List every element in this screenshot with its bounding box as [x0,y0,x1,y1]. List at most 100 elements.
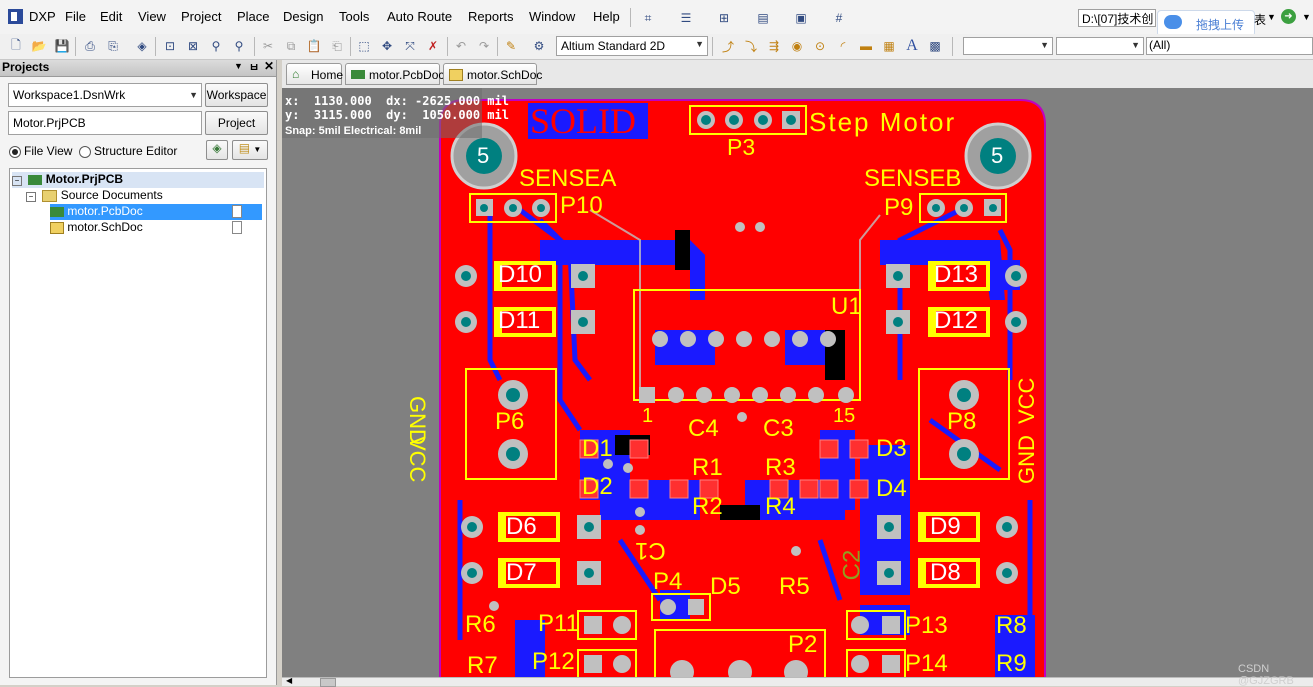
upload-button[interactable]: 拖拽上传 [1157,10,1255,37]
copy-icon[interactable]: ⧉ [286,38,296,53]
panel-menu-icon[interactable]: ▼ [234,61,243,71]
layer-stack-icon[interactable]: ◈ [137,39,147,53]
text-icon[interactable]: A [906,37,918,54]
tree-folder-row[interactable]: − Source Documents [26,188,262,204]
pad-icon[interactable]: ◉ [791,39,803,53]
zoom-area-icon[interactable]: ⊠ [187,39,199,53]
tree-file-schdoc[interactable]: motor.SchDoc [50,220,262,236]
tab-pcbdoc[interactable]: motor.PcbDoc [345,63,444,85]
rubber-stamp-icon[interactable]: ⎗ [332,38,342,53]
collapse-icon[interactable]: − [26,192,36,202]
save-icon[interactable]: 💾 [54,39,70,53]
interactive-route-icon[interactable]: ⤴ [721,39,734,54]
menu-design[interactable]: Design [283,9,324,24]
component-place-icon[interactable]: ▩ [929,39,941,53]
document-tabs: ⌂ Home motor.PcbDoc motor.SchDoc [282,60,1313,89]
component-icon[interactable]: ⊞ [718,11,730,25]
via-icon[interactable]: ⊙ [814,39,826,53]
menu-view[interactable]: View [138,9,166,24]
room-icon[interactable]: ▣ [795,11,807,25]
pcb-project-icon [28,174,43,185]
open-icon[interactable]: 📂 [31,39,47,53]
move-icon[interactable]: ✥ [381,39,393,53]
folder-name: Source Documents [60,188,163,202]
multi-route-icon[interactable]: ⇶ [768,39,780,53]
align-icon[interactable]: ☰ [680,11,692,25]
filter-select[interactable]: (All) [1146,37,1313,55]
component-class-select[interactable]: ▼ [1056,37,1144,55]
file-view-radio[interactable] [9,146,21,158]
projects-panel: Projects ▼ ㅂ ✕ Workspace1.DsnWrk ▼ Works… [0,59,277,685]
menu-dxp[interactable]: DXP [29,9,56,24]
scroll-left-icon[interactable]: ◀ [286,676,293,685]
pcb-canvas[interactable]: SOLID Step Motor P3 SENSEA SENSEB P10 P9… [282,88,1313,677]
tab-home[interactable]: ⌂ Home [286,63,343,85]
pcb-file-icon [50,206,64,217]
cloud-icon [1164,15,1182,29]
menu-edit[interactable]: Edit [100,9,123,24]
zoom-filter-icon[interactable]: ⚲ [234,39,244,53]
structure-editor-label[interactable]: Structure Editor [94,144,178,158]
deselect-icon[interactable]: ⤧ [405,38,415,53]
path-dropdown-icon[interactable]: ▼ [1267,12,1276,22]
mounting-hole-left-inner [466,138,502,174]
paste-icon[interactable]: 📋 [306,39,322,53]
close-icon[interactable]: ✕ [264,59,275,73]
view-mode-select[interactable]: Altium Standard 2D ▼ [556,36,708,56]
browse-icon[interactable]: ⚙ [533,39,545,53]
clear-icon[interactable]: ✗ [427,39,439,53]
collapse-icon[interactable]: − [12,176,22,186]
go-icon[interactable]: ➜ [1281,9,1296,24]
menu-window[interactable]: Window [529,9,576,24]
undo-icon[interactable]: ↶ [455,39,467,53]
file-view-label[interactable]: File View [24,144,73,158]
menu-auto-route[interactable]: Auto Route [387,9,453,24]
file-name: motor.SchDoc [67,220,143,234]
project-tree: − Motor.PrjPCB − Source Documents motor.… [9,168,267,678]
project-field[interactable]: Motor.PrjPCB [8,111,202,135]
menu-file[interactable]: File [65,9,86,24]
zoom-fit-icon[interactable]: ⊡ [164,39,176,53]
pcb-board[interactable] [282,88,1313,677]
polygon-icon[interactable]: ▦ [883,39,895,53]
new-icon[interactable]: 🗋 [11,37,21,52]
tree-file-pcbdoc[interactable]: motor.PcbDoc [50,204,262,220]
zoom-selected-icon[interactable]: ⚲ [211,39,221,53]
pin-icon[interactable]: ㅂ [249,62,260,74]
net-class-select[interactable]: ▼ [963,37,1053,55]
ruler-icon[interactable]: ▤ [757,11,769,25]
cut-icon[interactable]: ✂ [262,39,274,53]
more-dropdown-icon[interactable]: ▼ [1302,12,1311,22]
path-field[interactable]: D:\[07]技术创 [1078,9,1156,27]
pcb-file-icon [351,70,365,79]
project-button[interactable]: Project [205,111,268,135]
print-preview-icon[interactable]: ⎘ [108,38,118,53]
layers-button[interactable]: ◈ [206,140,228,160]
coordinate-readout: x: 1130.000 dx: -2625.000 mil y: 3115.00… [285,94,509,122]
structure-editor-radio[interactable] [79,146,91,158]
menu-help[interactable]: Help [593,9,620,24]
tree-project-row[interactable]: − Motor.PrjPCB [12,172,264,188]
menu-tools[interactable]: Tools [339,9,370,24]
scroll-thumb[interactable] [320,678,336,687]
menu-reports[interactable]: Reports [468,9,514,24]
workspace-button[interactable]: Workspace [205,83,268,107]
menu-project[interactable]: Project [181,9,222,24]
workspace-select[interactable]: Workspace1.DsnWrk ▼ [8,83,202,107]
print-icon[interactable]: ⎙ [85,38,95,53]
sch-file-icon [50,221,64,234]
dxp-logo-icon[interactable] [8,9,23,24]
select-area-icon[interactable]: ⬚ [358,39,370,53]
chart-icon[interactable]: ⌗ [644,10,652,25]
tab-schdoc[interactable]: motor.SchDoc [443,63,542,85]
redo-icon[interactable]: ↷ [478,39,490,53]
grid-icon[interactable]: # [835,11,843,25]
options-button[interactable]: ▤ ▼ [232,140,268,160]
diff-pair-route-icon[interactable]: ⤵ [744,39,757,54]
fill-icon[interactable]: ▬ [860,39,872,53]
menu-place[interactable]: Place [237,9,270,24]
highlight-icon[interactable]: ✎ [505,39,517,53]
menu-bar: DXP File Edit View Project Place Design … [0,0,1313,37]
upload-label: 拖拽上传 [1196,18,1245,32]
arc-icon[interactable]: ◜ [840,39,846,53]
